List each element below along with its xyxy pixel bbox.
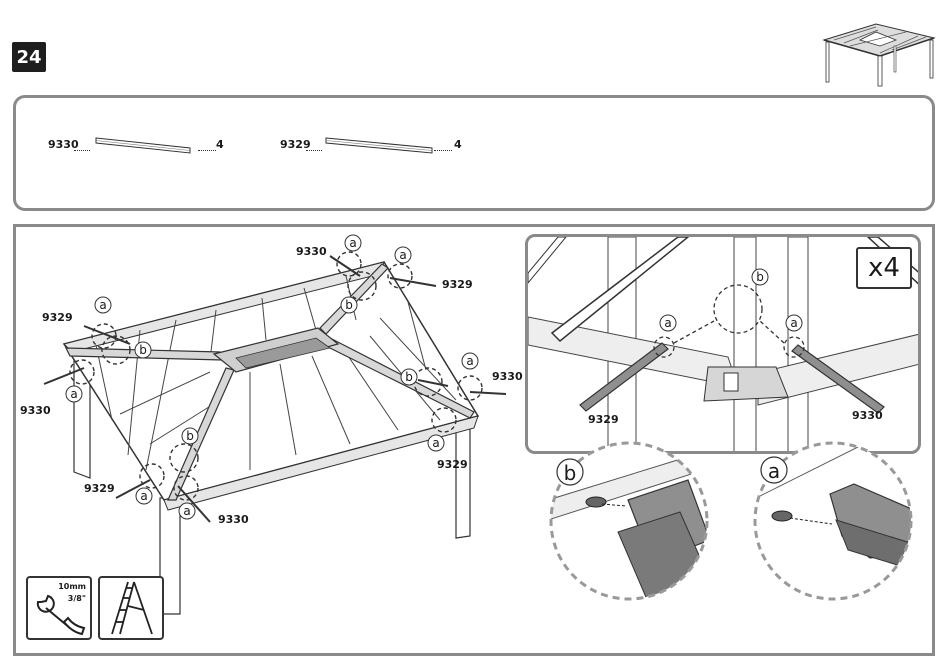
detail-label-9330: 9330 (852, 409, 883, 422)
callout-letter-a: a (399, 248, 406, 262)
part-label-9330: 9330 (492, 370, 523, 383)
zoom-detail-a: a (752, 440, 914, 602)
detail-letter-a: a (790, 316, 797, 330)
ladder-icon (100, 578, 162, 638)
part-label-9329: 9329 (437, 458, 468, 471)
callout-letter-b: b (345, 298, 353, 312)
zoom-letter-b: b (564, 461, 577, 485)
callout-letter-a: a (466, 354, 473, 368)
callout-letter-a: a (183, 504, 190, 518)
detail-letter-a: a (664, 316, 671, 330)
callout-letter-a: a (432, 436, 439, 450)
ladder-tool-box (98, 576, 164, 640)
zoom-detail-b: b (548, 440, 710, 602)
part-label-9329: 9329 (42, 311, 73, 324)
callout-letter-a: a (70, 387, 77, 401)
part-label-9329: 9329 (84, 482, 115, 495)
part-label-9330: 9330 (20, 404, 51, 417)
callout-letter-b: b (139, 343, 147, 357)
detail-letter-b: b (756, 270, 764, 284)
callout-letter-b: b (405, 370, 413, 384)
callout-letter-b: b (186, 429, 194, 443)
zoom-letter-a: a (768, 459, 780, 483)
callout-letter-a: a (99, 298, 106, 312)
part-label-9329: 9329 (442, 278, 473, 291)
wrench-icon (28, 578, 90, 638)
wrench-tool-box: 10mm 3/8" (26, 576, 92, 640)
part-label-9330: 9330 (218, 513, 249, 526)
detail-label-9329: 9329 (588, 413, 619, 426)
detail-inset: a b a 9329 9330 x4 (525, 234, 921, 454)
callout-letter-a: a (349, 236, 356, 250)
callout-letter-a: a (140, 489, 147, 503)
part-label-9330: 9330 (296, 245, 327, 258)
quantity-multiplier: x4 (856, 247, 912, 289)
